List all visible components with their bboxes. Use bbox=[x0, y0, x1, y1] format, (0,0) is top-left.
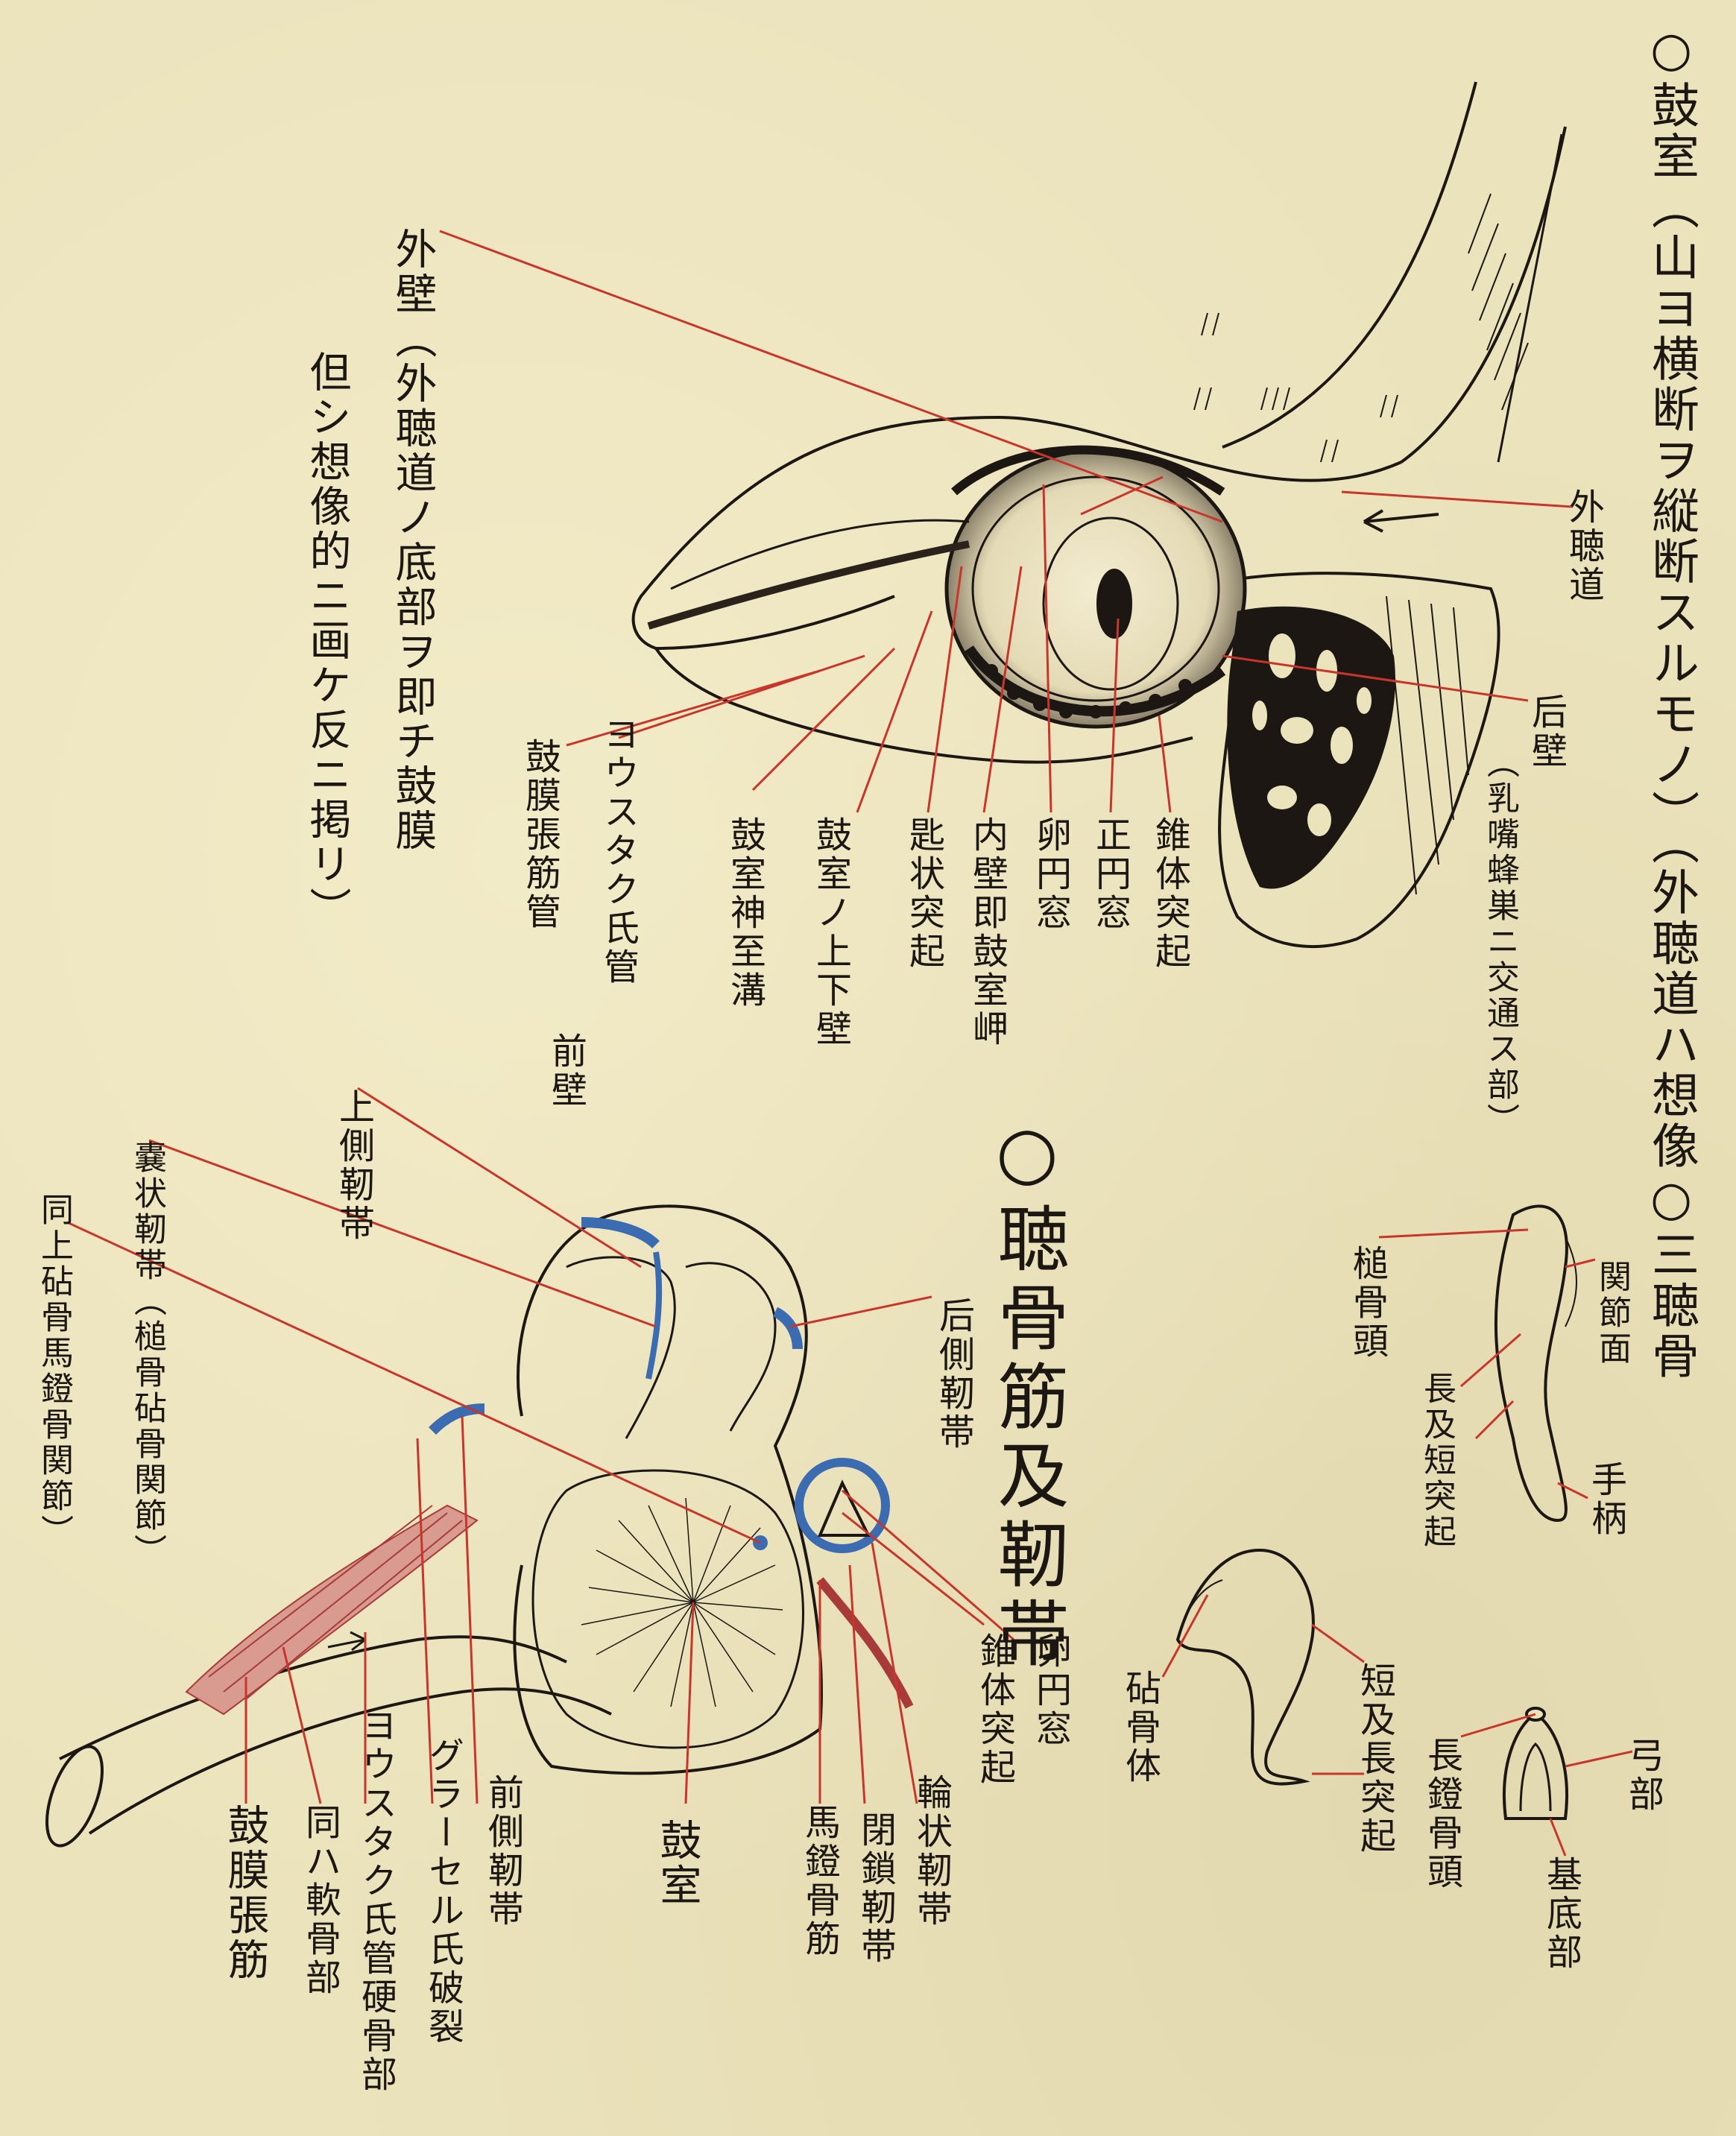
label-stapes-head: 長鐙骨頭 bbox=[1424, 1737, 1459, 1892]
label-anterior-ligament: 前側靭帯 bbox=[484, 1774, 520, 1929]
label-spoon-process: 匙状突起 bbox=[906, 816, 941, 971]
label-oval-window-lower: 卵円窓 bbox=[1032, 1632, 1068, 1748]
label-round-window: 正円窓 bbox=[1092, 816, 1128, 932]
label-tympanic-nerve-groove: 鼓室神至溝 bbox=[727, 816, 763, 1010]
label-malleus-head: 槌骨頭 bbox=[1349, 1245, 1385, 1361]
label-capsular-ligament: 嚢状靭帯（槌骨砧骨関節） bbox=[130, 1140, 163, 1570]
label-external-meatus: 外聴道 bbox=[1565, 488, 1601, 604]
label-tympanum: 鼓室 bbox=[656, 1819, 698, 1908]
ossicle-section-title: ○聴骨筋及靭帯 bbox=[991, 1110, 1063, 1675]
label-mastoid-note: （乳嘴蜂巣ニ交通ス部） bbox=[1483, 745, 1516, 1139]
label-annular-ligament: 輪状靭帯 bbox=[913, 1774, 949, 1929]
label-medial-wall: 内壁即鼓室岬 bbox=[969, 816, 1005, 1049]
label-tensor-tympani-canal: 鼓膜張筋管 bbox=[522, 738, 558, 932]
label-arch: 弓部 bbox=[1625, 1737, 1661, 1814]
label-tensor-muscle: 鼓膜張筋 bbox=[224, 1804, 265, 1982]
label-long-short-process-malleus: 長及短突起 bbox=[1420, 1371, 1453, 1550]
label-glaserian-fissure: グラーセル氏破裂 bbox=[425, 1737, 461, 2047]
label-base: 基底部 bbox=[1543, 1856, 1579, 1972]
label-eustachian-tube: ヨウスタク氏管 bbox=[600, 715, 636, 987]
label-joint-surface: 関節面 bbox=[1595, 1260, 1628, 1367]
ossicle-ligament-drawing bbox=[36, 1206, 909, 1853]
imagined-note: 但シ想像的ニ画ケ反ニ掲リ） bbox=[306, 350, 347, 932]
label-anterior-wall: 前壁 bbox=[548, 1032, 584, 1110]
label-short-long-process-incus: 短及長突起 bbox=[1357, 1662, 1392, 1856]
label-handle: 手柄 bbox=[1588, 1461, 1623, 1538]
label-incudostapedial: 同上砧骨馬鐙骨関節） bbox=[37, 1192, 70, 1550]
label-incus-body: 砧骨体 bbox=[1122, 1669, 1158, 1786]
label-superior-inferior-wall: 鼓室ノ上下壁 bbox=[812, 816, 848, 1049]
label-oval-window: 卵円窓 bbox=[1032, 816, 1068, 932]
label-obturator-ligament: 閉鎖靭帯 bbox=[857, 1811, 893, 1966]
label-cartilage-part: 同ハ軟骨部 bbox=[302, 1804, 338, 1997]
label-superior-ligament: 上側靭帯 bbox=[335, 1088, 371, 1243]
label-pyramidal-process: 錐体突起 bbox=[1152, 816, 1187, 971]
label-posterior-wall: 后壁 bbox=[1528, 693, 1564, 771]
label-posterior-ligament: 后側靭帯 bbox=[935, 1297, 971, 1452]
label-eustachian-bone-part: ヨウスタク氏管硬骨部 bbox=[358, 1707, 394, 2094]
label-pyramidal-lower: 錐体突起 bbox=[976, 1632, 1012, 1787]
outer-wall-note: 外壁（外聴道ノ底部ヲ即チ鼓膜 bbox=[391, 227, 433, 853]
main-title: ○鼓室（山ヨ横断ヲ縦断スルモノ）（外聴道ハ想像○三聴骨 bbox=[1647, 22, 1695, 1513]
label-stapedius-muscle: 馬鐙骨筋 bbox=[801, 1804, 837, 1959]
